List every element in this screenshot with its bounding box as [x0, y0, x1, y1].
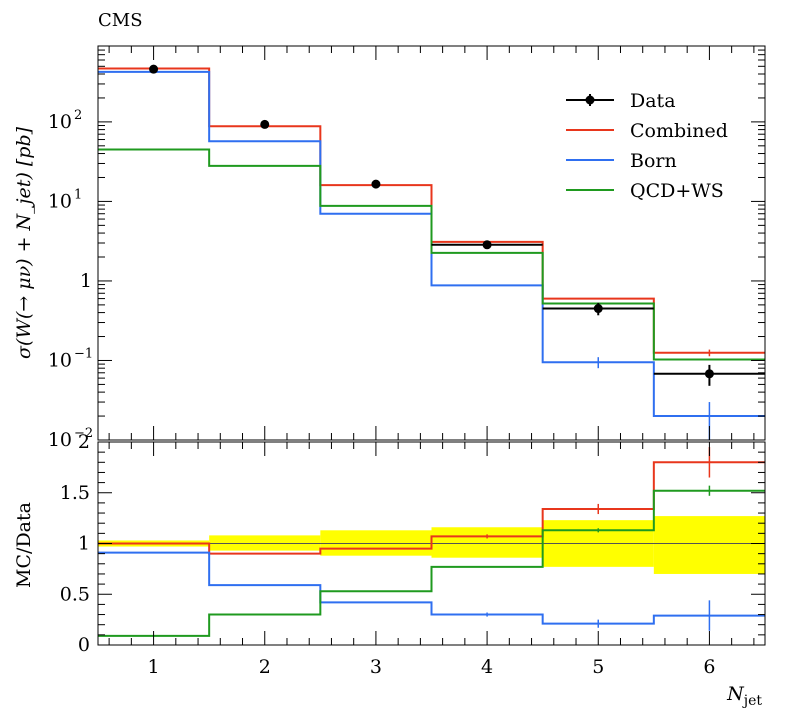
- y-tick-label: 1: [78, 533, 90, 555]
- bottom-y-ticks: 0 0.5 1 1.5 2: [60, 431, 765, 656]
- data-point: [482, 240, 492, 250]
- ratio-panel: 0 0.5 1 1.5 2 1 2 3 4 5 6: [60, 431, 766, 678]
- x-tick-label: 2: [259, 656, 271, 678]
- legend-label: Born: [630, 150, 677, 172]
- data-point: [704, 369, 714, 379]
- y-tick-label: 1: [80, 270, 92, 292]
- x-tick-label: 4: [481, 656, 493, 678]
- band-segment: [320, 530, 432, 556]
- x-tick-label: 3: [370, 656, 382, 678]
- ratio-qcd-ws: [98, 485, 765, 637]
- y-tick-exponent: −1: [74, 346, 93, 361]
- uncertainty-band: [98, 516, 765, 574]
- x-tick-label: 6: [703, 656, 715, 678]
- y-tick-label: 2: [78, 431, 90, 453]
- y-tick-label: 10: [48, 190, 72, 212]
- bottom-y-label-text: MC/Data: [13, 502, 35, 588]
- y-tick-label: 1.5: [60, 482, 90, 504]
- x-label-text: Njet: [726, 683, 762, 709]
- y-tick-label: 0.5: [60, 583, 90, 605]
- series-qcd-ws: [98, 148, 765, 361]
- top-x-ticks: [108, 46, 755, 440]
- y-tick-exponent: −2: [74, 426, 93, 441]
- step-line-qcd-ws: [98, 148, 765, 361]
- y-tick-label: 0: [78, 634, 90, 656]
- ratio-step-qcd-ws: [98, 489, 765, 637]
- legend-label: Combined: [630, 120, 728, 142]
- experiment-label: CMS: [98, 10, 143, 31]
- ratio-step-born: [98, 551, 765, 625]
- x-tick-label: 1: [148, 656, 160, 678]
- legend-entry-data: Data: [566, 90, 676, 112]
- x-tick-label: 5: [592, 656, 604, 678]
- y-tick-label: 10: [48, 111, 72, 133]
- legend-label: QCD+WS: [630, 180, 724, 202]
- y-tick-label: 10: [48, 429, 72, 451]
- y-tick-label: 10: [48, 349, 72, 371]
- band-segment: [431, 527, 543, 558]
- legend-entry-combined: Combined: [566, 120, 728, 142]
- top-y-label-text: σ(W(→ μν) + N_jet) [pb]: [13, 126, 35, 359]
- data-point: [371, 179, 381, 189]
- data-point: [149, 64, 159, 74]
- series-data: [149, 64, 765, 386]
- band-segment: [653, 516, 765, 574]
- y-tick-exponent: 2: [74, 108, 82, 123]
- data-point: [593, 304, 603, 314]
- x-axis-title: Njet: [726, 683, 762, 709]
- ratio-born: [98, 551, 765, 631]
- legend-marker: [585, 95, 595, 105]
- band-segment: [209, 535, 321, 551]
- top-y-axis-title: σ(W(→ μν) + N_jet) [pb]: [13, 126, 35, 359]
- legend-entry-born: Born: [566, 150, 677, 172]
- data-point: [260, 119, 270, 129]
- y-tick-exponent: 1: [74, 187, 82, 202]
- legend-entry-qcd-ws: QCD+WS: [566, 180, 724, 202]
- bottom-x-ticks: 1 2 3 4 5 6: [108, 442, 755, 678]
- legend-label: Data: [630, 90, 676, 112]
- bottom-y-axis-title: MC/Data: [13, 502, 35, 588]
